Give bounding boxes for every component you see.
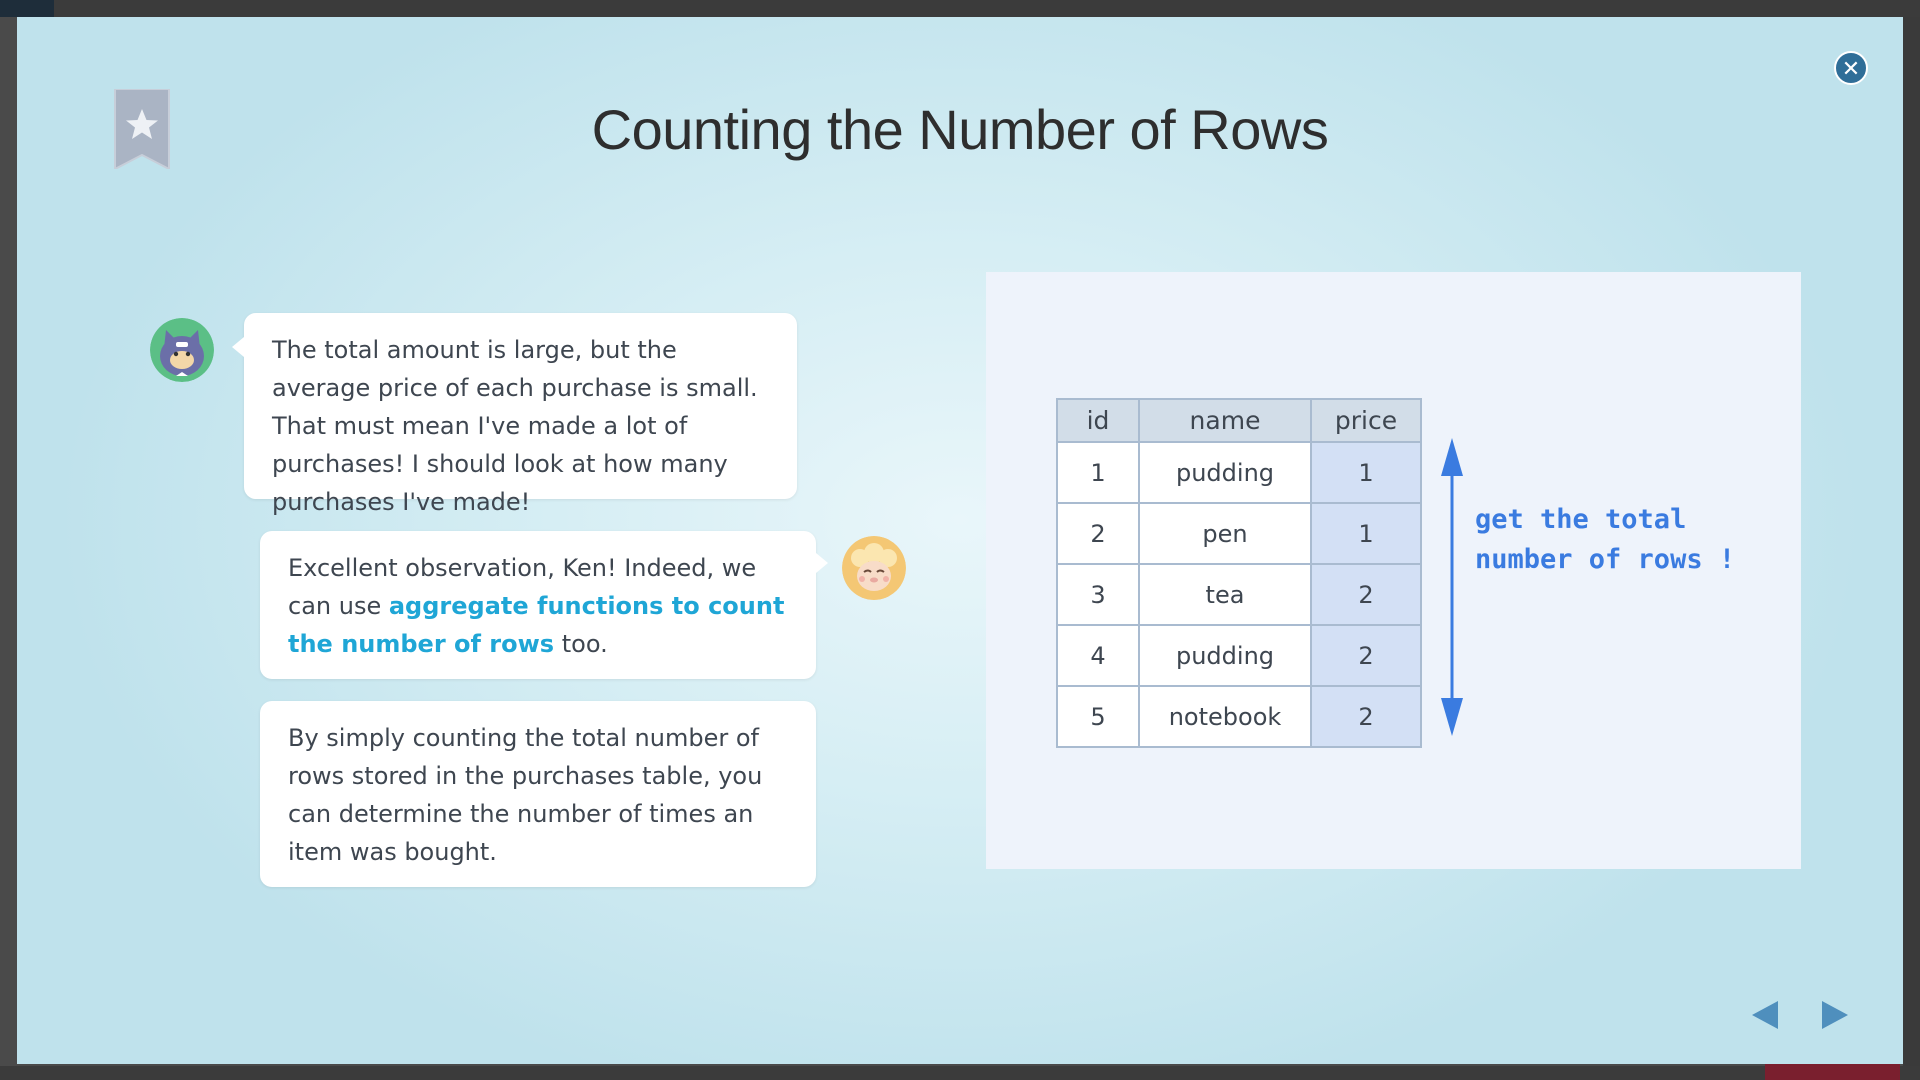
slide-title: Counting the Number of Rows bbox=[591, 98, 1329, 161]
prev-arrow-icon[interactable] bbox=[1752, 1001, 1778, 1029]
column-header-name: name bbox=[1138, 398, 1312, 443]
speech-bubble-sheep-2: By simply counting the total number of r… bbox=[260, 701, 816, 887]
speech-bubble-sheep-1: Excellent observation, Ken! Indeed, we c… bbox=[260, 531, 828, 679]
sheep-avatar-icon bbox=[842, 536, 906, 600]
browser-top-bar bbox=[0, 0, 1920, 17]
bubble-tail bbox=[816, 553, 828, 573]
slide-modal: ✕ Counting the Number of Rows The total … bbox=[17, 17, 1903, 1064]
close-icon[interactable]: ✕ bbox=[1834, 51, 1868, 85]
contact-us-tab[interactable] bbox=[1765, 1062, 1900, 1080]
next-arrow-icon[interactable] bbox=[1822, 1001, 1848, 1029]
column-header-id: id bbox=[1056, 398, 1140, 443]
bubble-text: too. bbox=[554, 630, 608, 658]
annotation-text: get the total number of rows ! bbox=[1475, 504, 1736, 575]
cell-price: 2 bbox=[1310, 563, 1422, 626]
cell-name: pudding bbox=[1138, 624, 1312, 687]
table-row: 3 tea 2 bbox=[1056, 563, 1422, 626]
cell-price: 2 bbox=[1310, 685, 1422, 748]
cell-name: pen bbox=[1138, 502, 1312, 565]
table-row: 5 notebook 2 bbox=[1056, 685, 1422, 748]
cell-id: 2 bbox=[1056, 502, 1140, 565]
double-arrow-icon bbox=[1441, 438, 1463, 736]
table-header-row: id name price bbox=[1056, 398, 1422, 443]
bookmark-star-icon[interactable] bbox=[113, 88, 171, 171]
cell-id: 3 bbox=[1056, 563, 1140, 626]
table-row: 4 pudding 2 bbox=[1056, 624, 1422, 687]
cell-name: pudding bbox=[1138, 441, 1312, 504]
table-row: 2 pen 1 bbox=[1056, 502, 1422, 565]
top-menu-button[interactable] bbox=[0, 0, 54, 17]
bubble-text: Excellent observation, Ken! Indeed, we c… bbox=[288, 554, 757, 620]
bubble-text: By simply counting the total number of r… bbox=[288, 724, 763, 866]
cell-price: 2 bbox=[1310, 624, 1422, 687]
highlighted-term: aggregate functions to count the number … bbox=[288, 592, 785, 658]
column-header-price: price bbox=[1310, 398, 1422, 443]
cell-name: tea bbox=[1138, 563, 1312, 626]
browser-bottom-bar bbox=[0, 1066, 1920, 1080]
purchases-table: id name price 1 pudding 1 2 pen 1 3 bbox=[1056, 398, 1422, 748]
cell-price: 1 bbox=[1310, 502, 1422, 565]
cell-id: 1 bbox=[1056, 441, 1140, 504]
cell-price: 1 bbox=[1310, 441, 1422, 504]
cell-id: 5 bbox=[1056, 685, 1140, 748]
speech-bubble-ken: The total amount is large, but the avera… bbox=[232, 313, 797, 516]
cell-id: 4 bbox=[1056, 624, 1140, 687]
bubble-tail bbox=[232, 337, 244, 357]
cat-avatar-icon bbox=[150, 318, 214, 382]
table-row: 1 pudding 1 bbox=[1056, 441, 1422, 504]
page-scrollbar[interactable] bbox=[1903, 17, 1920, 1066]
cell-name: notebook bbox=[1138, 685, 1312, 748]
bubble-text: The total amount is large, but the avera… bbox=[272, 336, 758, 516]
illustration-panel: id name price 1 pudding 1 2 pen 1 3 bbox=[986, 272, 1801, 869]
